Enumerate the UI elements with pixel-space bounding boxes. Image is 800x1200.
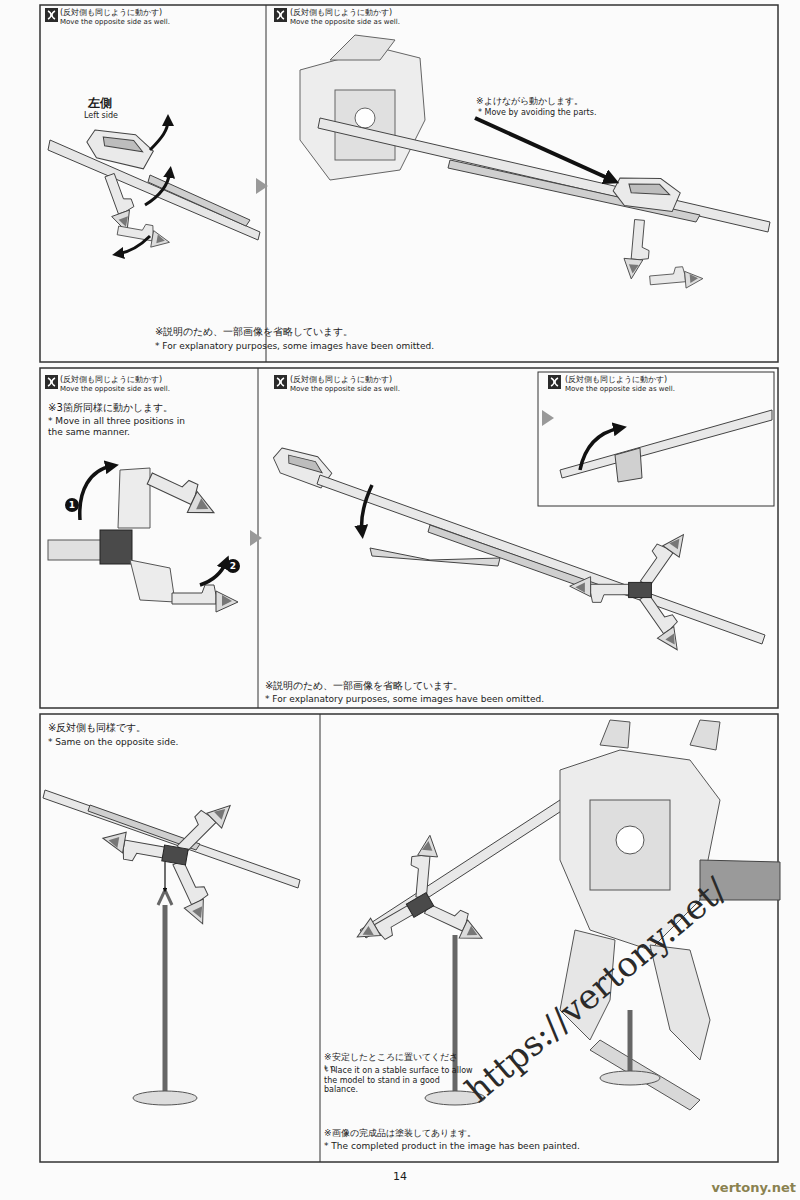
step-note-en: Move the opposite side as well. bbox=[290, 385, 400, 393]
step-note-en: Move the opposite side as well. bbox=[60, 18, 170, 26]
omission-note-en: * For explanatory purposes, some images … bbox=[265, 694, 544, 705]
callout-number: 1 bbox=[65, 498, 79, 512]
step-note-en: Move the opposite side as well. bbox=[60, 385, 170, 393]
step-note-jp: (反対側も同じように動かす) bbox=[60, 8, 162, 18]
stand-note-en: * Place it on a stable surface to allow … bbox=[324, 1066, 474, 1095]
step-note-en: Move the opposite side as well. bbox=[565, 385, 675, 393]
page-number: 14 bbox=[388, 1170, 412, 1183]
side-label: 左側 bbox=[88, 96, 112, 110]
watermark: vertony.net bbox=[711, 1180, 796, 1196]
paint-note-jp: ※画像の完成品は塗装してあります。 bbox=[324, 1128, 476, 1139]
omission-note-jp: ※説明のため、一部画像を省略しています。 bbox=[265, 680, 463, 692]
callout-number: 2 bbox=[226, 559, 240, 573]
step-note-jp: (反対側も同じように動かす) bbox=[565, 375, 667, 385]
omission-note-en: * For explanatory purposes, some images … bbox=[155, 341, 434, 352]
step-note-en: Move the opposite side as well. bbox=[290, 18, 400, 26]
watermark: https://vertony.net/ bbox=[458, 869, 735, 1110]
note-en: * Same on the opposite side. bbox=[48, 737, 178, 748]
note-jp: ※反対側も同様です。 bbox=[48, 722, 146, 734]
side-label-en: Left side bbox=[84, 111, 118, 121]
note-jp: ※よけながら動かします。 bbox=[476, 96, 583, 107]
omission-note-jp: ※説明のため、一部画像を省略しています。 bbox=[155, 326, 353, 338]
step-note-jp: (反対側も同じように動かす) bbox=[60, 375, 162, 385]
note-en: * Move in all three positions in the sam… bbox=[48, 416, 198, 438]
step-note-jp: (反対側も同じように動かす) bbox=[290, 375, 392, 385]
note-en: * Move by avoiding the parts. bbox=[478, 108, 596, 118]
step-note-jp: (反対側も同じように動かす) bbox=[290, 8, 392, 18]
note-jp: ※3箇所同様に動かします。 bbox=[48, 402, 173, 414]
paint-note-en: * The completed product in the image has… bbox=[324, 1141, 580, 1152]
